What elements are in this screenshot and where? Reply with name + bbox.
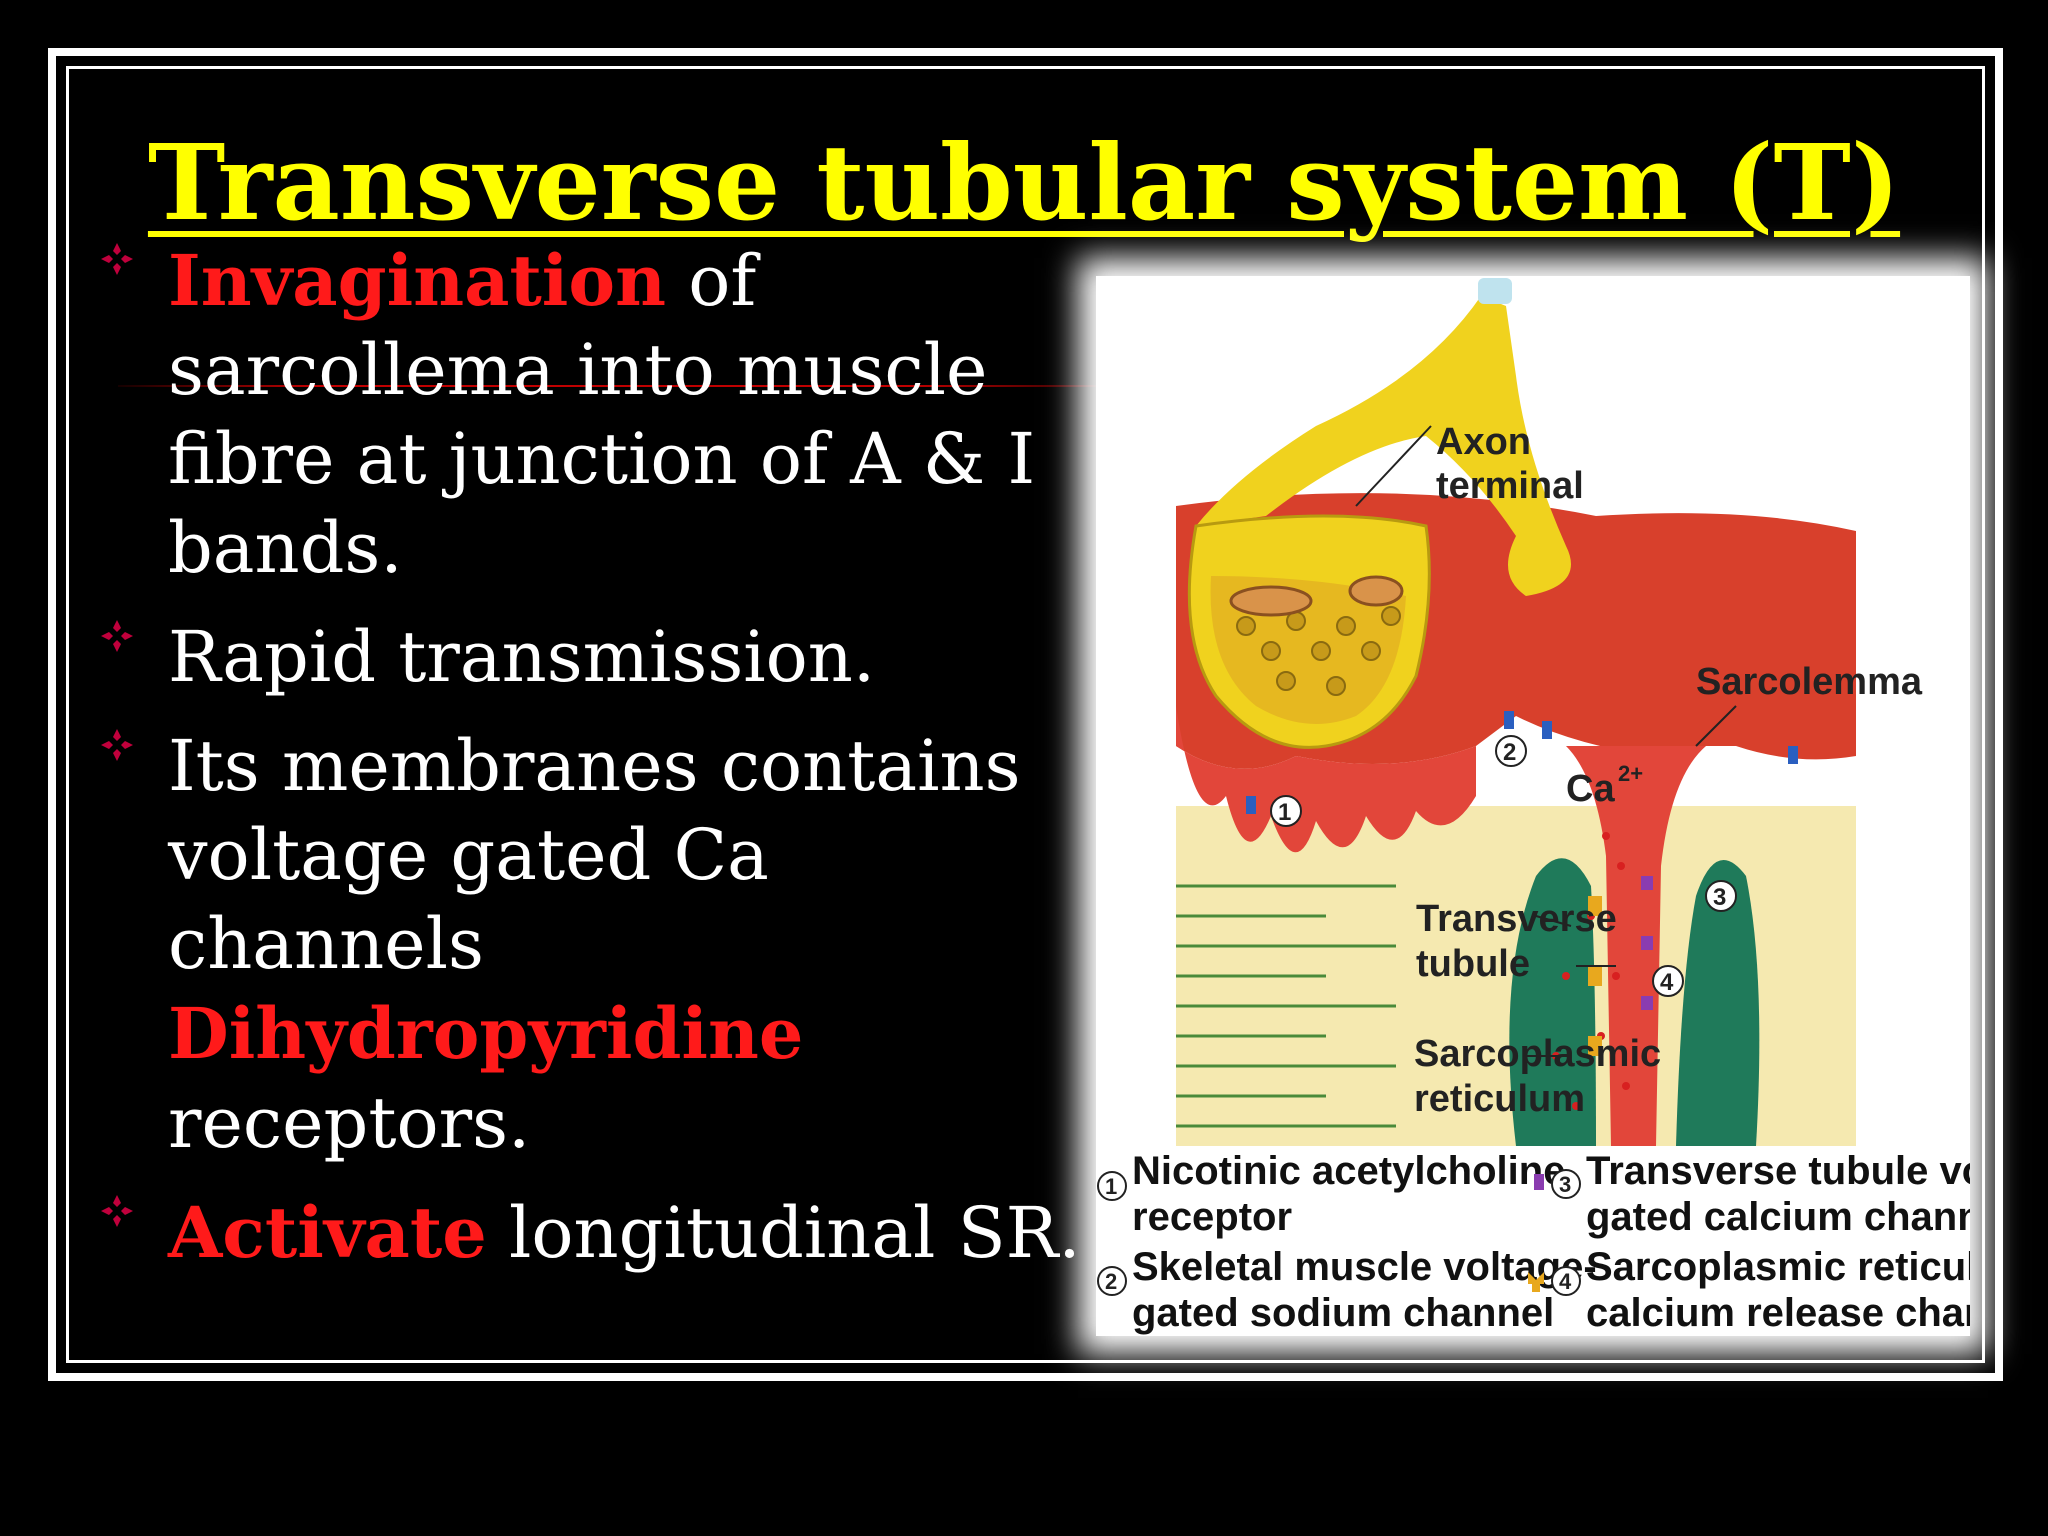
svg-text:gated sodium channel: gated sodium channel <box>1132 1291 1554 1335</box>
bullet-text-tail: receptors. <box>168 1082 531 1164</box>
label-calcium-charge: 2+ <box>1618 761 1643 786</box>
voltage-gated-calcium-channels <box>1641 876 1653 1010</box>
svg-text:4: 4 <box>1559 1269 1572 1294</box>
bullet-activate: Activate longitudinal SR. <box>90 1188 1090 1278</box>
transverse-tubule <box>1566 746 1706 1146</box>
marker-1: 1 <box>1270 795 1302 827</box>
myofilament-lines <box>1176 884 1396 1128</box>
svg-text:1: 1 <box>1105 1174 1117 1199</box>
bullet-text: Rapid transmission. <box>168 616 876 698</box>
bullet-text: longitudinal SR. <box>486 1192 1081 1274</box>
slide-title: Transverse tubular system (T) <box>147 121 1901 244</box>
label-sarcolemma: Sarcolemma <box>1696 661 1923 703</box>
svg-text:gated calcium channel: gated calcium channel <box>1586 1195 1970 1239</box>
slide-inner-border <box>66 66 1985 1363</box>
bullet-invagination: Invagination of sarcollema into muscle f… <box>90 236 1090 593</box>
marker-4: 4 <box>1652 965 1684 997</box>
svg-text:2: 2 <box>1105 1269 1117 1294</box>
marker-3: 3 <box>1705 880 1737 912</box>
decorative-red-line <box>118 385 1108 387</box>
svg-text:4: 4 <box>1660 969 1674 996</box>
sarcoplasmic-reticulum-left <box>1509 858 1596 1146</box>
diamond-bullet-icon <box>101 243 133 275</box>
svg-text:calcium release channel: calcium release channel <box>1586 1291 1970 1335</box>
svg-text:Transverse tubule voltage: Transverse tubule voltage <box>1586 1149 1970 1193</box>
axon-cut-end <box>1478 278 1512 304</box>
label-terminal: terminal <box>1436 465 1584 507</box>
svg-text:1: 1 <box>1278 799 1291 826</box>
label-transverse: Transverse <box>1416 898 1617 940</box>
bullet-emphasis: Dihydropyridine <box>168 992 804 1075</box>
mitochondrion <box>1229 585 1313 617</box>
bullet-emphasis: Invagination <box>168 239 666 322</box>
marker-2: 2 <box>1495 735 1527 767</box>
synaptic-vesicles <box>1236 606 1401 696</box>
bullet-rapid-transmission: Rapid transmission. <box>90 613 1090 702</box>
mitochondrion <box>1348 575 1404 607</box>
svg-text:2: 2 <box>1503 739 1516 766</box>
calcium-release-channels <box>1588 896 1602 1056</box>
bullet-membranes: Its membranes contains voltage gated Ca … <box>90 722 1090 1168</box>
svg-text:receptor: receptor <box>1132 1195 1292 1239</box>
legend-item-2: 2 Skeletal muscle voltage- gated sodium … <box>1097 1245 1597 1335</box>
diamond-bullet-icon <box>101 729 133 761</box>
figure-illustration: Axon terminal Sarcolemma Ca 2+ Transvers… <box>1097 278 1970 1335</box>
label-calcium: Ca <box>1566 768 1615 810</box>
label-axon: Axon <box>1436 421 1531 463</box>
svg-text:3: 3 <box>1559 1172 1571 1197</box>
sarcoplasmic-reticulum-right <box>1676 860 1760 1146</box>
diamond-bullet-icon <box>101 1195 133 1227</box>
svg-text:Nicotinic acetylcholine: Nicotinic acetylcholine <box>1132 1149 1565 1193</box>
bullet-text: Its membranes contains voltage gated Ca … <box>168 725 1021 985</box>
slide-outer-border <box>48 48 2003 1381</box>
label-sarcoplasmic: Sarcoplasmic <box>1414 1033 1661 1075</box>
legend-item-1: 1 Nicotinic acetylcholine receptor <box>1097 1149 1565 1239</box>
svg-text:Sarcoplasmic reticulum: Sarcoplasmic reticulum <box>1586 1245 1970 1289</box>
neuromuscular-junction-figure: Axon terminal Sarcolemma Ca 2+ Transvers… <box>1096 276 1970 1336</box>
junctional-folds <box>1176 706 1476 853</box>
svg-text:Skeletal muscle voltage-: Skeletal muscle voltage- <box>1132 1245 1597 1289</box>
label-reticulum: reticulum <box>1414 1078 1585 1120</box>
bullet-list: Invagination of sarcollema into muscle f… <box>90 236 1090 1298</box>
svg-text:3: 3 <box>1713 884 1726 911</box>
axon <box>1196 296 1571 596</box>
bullet-emphasis: Activate <box>168 1191 487 1274</box>
ion-channels <box>1246 711 1798 814</box>
label-tubule: tubule <box>1416 943 1530 985</box>
legend-item-3: 3 Transverse tubule voltage gated calciu… <box>1534 1149 1970 1239</box>
diamond-bullet-icon <box>101 620 133 652</box>
bullet-text: of sarcollema into muscle fibre at junct… <box>168 240 1036 589</box>
label-leader-lines <box>1355 425 1737 1057</box>
legend: 1 Nicotinic acetylcholine receptor 2 Ske… <box>1097 1149 1970 1335</box>
legend-item-4: 4 Sarcoplasmic reticulum calcium release… <box>1528 1245 1970 1335</box>
